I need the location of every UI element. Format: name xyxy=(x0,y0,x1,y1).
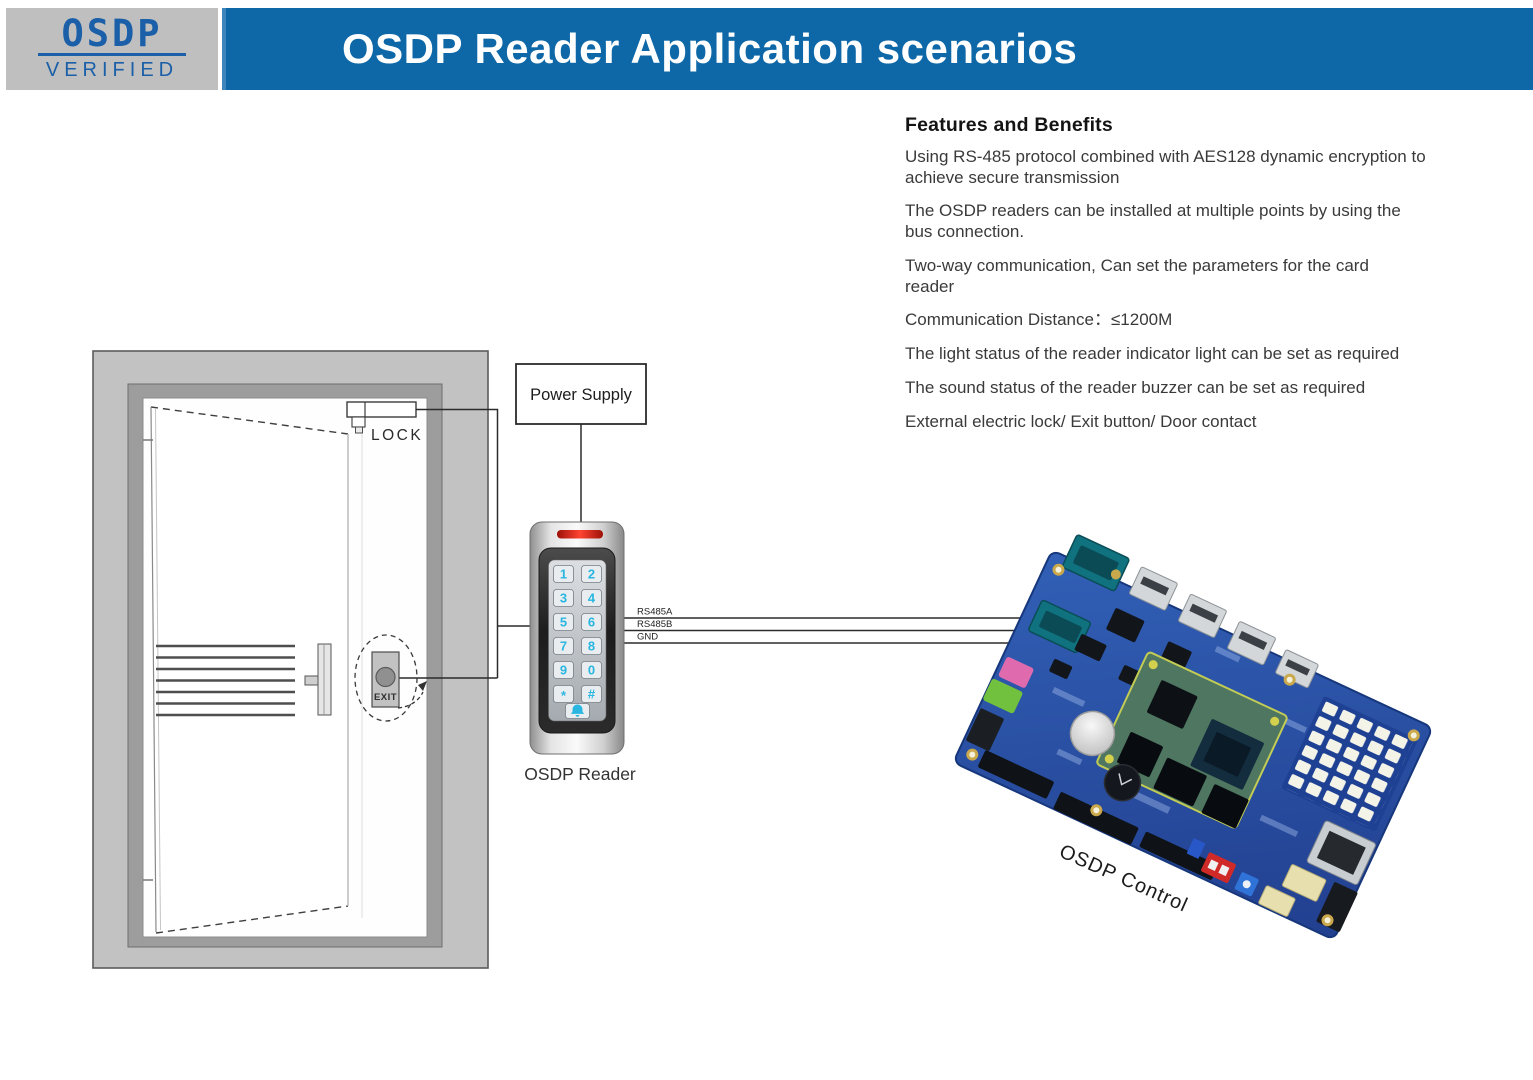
dip-switch-lever xyxy=(1218,864,1230,877)
features-heading: Features and Benefits xyxy=(905,114,1113,136)
features-panel: Features and Benefits Using RS-485 proto… xyxy=(905,114,1497,445)
standoff-screw xyxy=(1110,569,1121,580)
key-0 xyxy=(581,661,602,679)
exit-arrow-head xyxy=(418,681,427,691)
db9-slot-left xyxy=(1039,610,1082,643)
logo-underline xyxy=(38,52,186,56)
feature-item: The light status of the reader indicator… xyxy=(905,344,1400,364)
exit-button-circle xyxy=(375,666,396,688)
rs485-labels: RS485A RS485B GND xyxy=(637,607,673,643)
board-chips xyxy=(1049,608,1192,689)
power-supply: Power Supply xyxy=(515,363,647,425)
feature-item: The OSDP readers can be installed at mul… xyxy=(905,201,1401,242)
reader-key-digits: 1 2 3 4 5 6 7 8 9 0 * # xyxy=(560,567,596,704)
som-module xyxy=(1096,651,1288,829)
door-handle-lever xyxy=(304,675,319,686)
key-hash xyxy=(581,685,602,703)
lock-device: LOCK xyxy=(346,401,423,444)
wire-lock-exit-reader xyxy=(398,408,531,679)
feature-item: The sound status of the reader buzzer ca… xyxy=(905,377,1366,397)
title-banner: OSDP Reader Application scenarios xyxy=(222,8,1533,90)
reader-led xyxy=(557,530,603,539)
door-leaf-bottom-edge xyxy=(155,905,349,934)
feature-item: External electric lock/ Exit button/ Doo… xyxy=(905,411,1257,431)
left-edge-connector xyxy=(966,708,1004,751)
lock-bolt-tip xyxy=(355,426,363,434)
key-digit: 8 xyxy=(588,639,595,654)
lock-label: LOCK xyxy=(371,427,423,444)
key-digit: 6 xyxy=(588,615,595,630)
key-digit: 0 xyxy=(588,663,595,678)
capacitor-vent xyxy=(1118,773,1133,786)
key-1 xyxy=(553,565,574,583)
key-4 xyxy=(581,589,602,607)
key-digit: 3 xyxy=(560,591,567,606)
key-digit: # xyxy=(588,687,596,702)
door-leaf-top-edge xyxy=(150,406,349,435)
key-digit: 1 xyxy=(560,567,567,582)
blue-button-cap xyxy=(1242,880,1251,889)
door-leaf-hinge-edge xyxy=(150,406,157,933)
key-star xyxy=(553,685,574,703)
lock-body xyxy=(346,401,417,418)
key-digit: 2 xyxy=(588,567,595,582)
power-supply-box xyxy=(515,363,647,425)
ethernet-slot xyxy=(1316,830,1366,875)
reader-label: OSDP Reader xyxy=(524,764,636,784)
key-7 xyxy=(553,637,574,655)
pin-headers xyxy=(978,750,1218,880)
door-louvers xyxy=(156,644,295,717)
audio-jack-green xyxy=(983,678,1023,714)
exit-label: EXIT xyxy=(374,692,397,703)
key-9 xyxy=(553,661,574,679)
logo-osdp-text: OSDP xyxy=(61,11,163,55)
dip-switch xyxy=(1201,852,1236,883)
key-5 xyxy=(553,613,574,631)
exit-highlight-ellipse xyxy=(354,634,418,722)
power-supply-label: Power Supply xyxy=(530,386,633,404)
exit-arrow xyxy=(397,691,424,709)
blue-jumper xyxy=(1186,838,1206,859)
beige-connector-2 xyxy=(1258,885,1296,917)
key-digit: 5 xyxy=(560,615,567,630)
dip-switch-lever xyxy=(1207,859,1219,872)
key-2 xyxy=(581,565,602,583)
page-title: OSDP Reader Application scenarios xyxy=(342,25,1078,72)
key-8 xyxy=(581,637,602,655)
key-6 xyxy=(581,613,602,631)
osdp-reader: 1 2 3 4 5 6 7 8 9 0 * # OSDP Reader xyxy=(524,521,636,784)
beige-connector-1 xyxy=(1282,864,1327,902)
door-diagram xyxy=(92,350,489,969)
mounting-holes xyxy=(966,563,1420,927)
key-digit: 7 xyxy=(560,639,567,654)
key-digit: 9 xyxy=(560,663,567,678)
audio-jack-pink xyxy=(998,657,1034,688)
feature-item: Communication Distance：≤1200M xyxy=(905,310,1173,330)
coin-battery xyxy=(1069,710,1116,757)
key-3 xyxy=(553,589,574,607)
feature-item: Using RS-485 protocol combined with AES1… xyxy=(905,147,1426,187)
osdp-verified-logo: OSDP VERIFIED xyxy=(6,8,218,90)
control-board xyxy=(954,534,1432,939)
feature-item: Two-way communication, Can set the param… xyxy=(905,255,1369,296)
usb-slots xyxy=(1140,576,1310,676)
capacitor xyxy=(1103,763,1142,802)
logo-verified-text: VERIFIED xyxy=(45,58,179,81)
key-digit: 4 xyxy=(588,591,596,606)
wire-label-gnd: GND xyxy=(637,632,658,643)
rs485-bus xyxy=(624,617,1052,644)
db9-slot-top xyxy=(1073,545,1119,581)
bell-icon xyxy=(570,704,585,717)
membrane-keypad-cells xyxy=(1285,701,1414,829)
wire-label-rs485b: RS485B xyxy=(637,619,672,630)
wire-label-rs485a: RS485A xyxy=(637,607,673,618)
exit-button-group: EXIT xyxy=(354,634,427,722)
lock-bolt xyxy=(351,416,366,428)
key-digit: * xyxy=(561,688,567,703)
